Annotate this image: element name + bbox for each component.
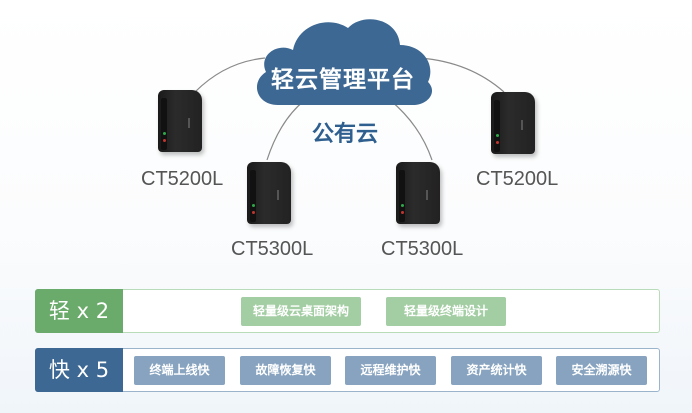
light-tag: 轻 x 2 <box>35 289 123 333</box>
cloud-icon <box>256 19 433 105</box>
device-label: CT5200L <box>141 168 224 190</box>
light-feature-row: 轻 x 2 轻量级云桌面架构 轻量级终端设计 <box>35 289 660 333</box>
fast-feature-chip: 终端上线快 <box>134 356 225 385</box>
device-ct5300l-left <box>247 158 297 224</box>
outer-arc-left <box>194 57 266 93</box>
device-ct5300l-right <box>396 158 446 224</box>
fast-feature-chip: 安全溯源快 <box>556 356 647 385</box>
public-cloud-label: 公有云 <box>311 122 378 147</box>
fast-feature-chip: 远程维护快 <box>345 356 436 385</box>
device-label: CT5300L <box>231 238 314 260</box>
device-ct5200l-left <box>158 86 208 152</box>
device-ct5200l-right <box>491 88 541 154</box>
light-feature-chip: 轻量级云桌面架构 <box>241 297 361 326</box>
device-label: CT5300L <box>381 238 464 260</box>
device-label: CT5200L <box>476 168 559 190</box>
fast-feature-chip: 资产统计快 <box>451 356 542 385</box>
outer-arc-right <box>419 57 505 93</box>
fast-tag: 快 x 5 <box>35 348 123 392</box>
light-feature-chip: 轻量级终端设计 <box>386 297 506 326</box>
fast-feature-row: 快 x 5 终端上线快 故障恢复快 远程维护快 资产统计快 安全溯源快 <box>35 348 660 392</box>
fast-feature-chip: 故障恢复快 <box>240 356 331 385</box>
platform-label: 轻云管理平台 <box>271 67 415 93</box>
